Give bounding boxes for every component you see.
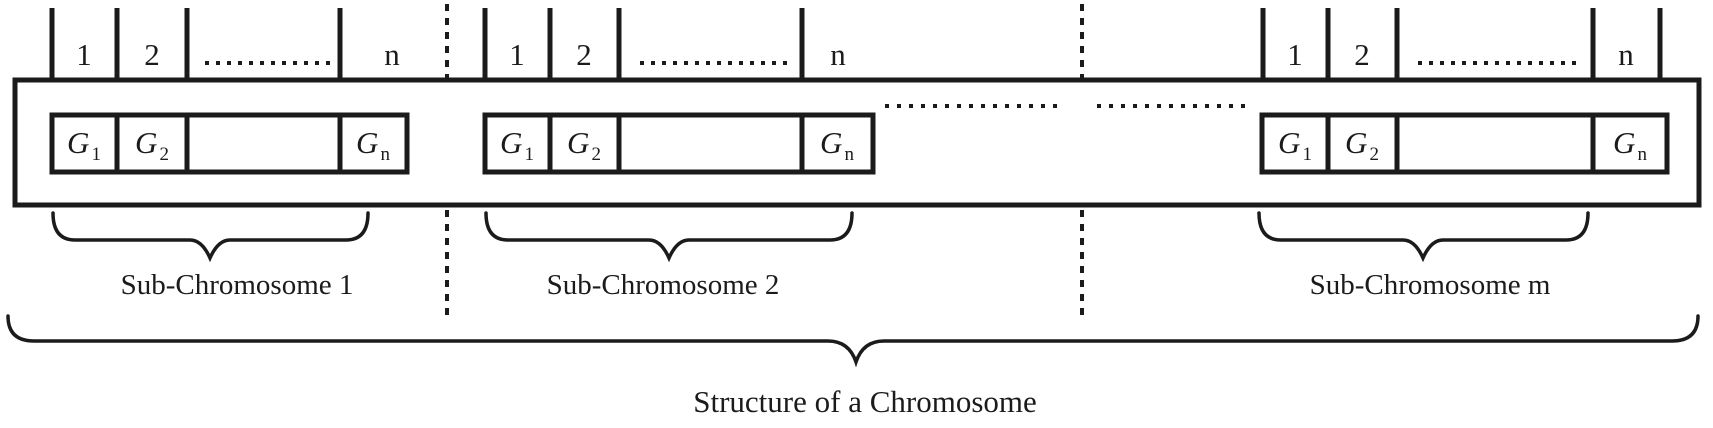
brace-sub-chromosome-1: [51, 211, 370, 263]
sub-chromosome-2-label: Sub-Chromosome 2: [546, 269, 780, 301]
gene-symbol: G: [500, 125, 523, 160]
gene-index-label: 1: [509, 37, 525, 72]
gene-index-label: 2: [1354, 37, 1370, 72]
gene-symbol: G: [135, 125, 158, 160]
gene-subscript: 2: [1369, 144, 1379, 165]
gene-index-label: n: [830, 37, 846, 72]
gene-index-label: 1: [76, 37, 92, 72]
gene-symbol: G: [1278, 125, 1301, 160]
gene-subscript: 1: [1302, 144, 1312, 165]
sub-chromosome-1-label: Sub-Chromosome 1: [120, 269, 354, 301]
gene-symbol: G: [1613, 125, 1636, 160]
gene-subscript: 2: [591, 144, 601, 165]
gene-ticks-group-2: [482, 8, 805, 80]
gene-index-label: 2: [144, 37, 160, 72]
brace-whole-chromosome: [6, 314, 1700, 368]
gene-row-1: [49, 112, 410, 175]
gene-subscript: 1: [91, 144, 101, 165]
gene-symbol: G: [356, 125, 379, 160]
gene-index-label: n: [1618, 37, 1634, 72]
gene-index-label: 1: [1287, 37, 1303, 72]
sub-chromosome-braces: [51, 211, 1590, 263]
gene-symbol: G: [567, 125, 590, 160]
brace-sub-chromosome-2: [484, 211, 854, 263]
gene-row-2: [482, 112, 876, 175]
brace-sub-chromosome-m: [1257, 211, 1590, 263]
sub-chromosome-m-label: Sub-Chromosome m: [1309, 269, 1551, 301]
chromosome-structure-label: Structure of a Chromosome: [693, 384, 1037, 419]
chromosome-outline: [12, 77, 1702, 208]
gene-subscript: n: [844, 144, 854, 165]
gene-row-3: [1259, 112, 1670, 175]
gene-ticks-group-3: [1260, 8, 1663, 80]
gene-symbol: G: [67, 125, 90, 160]
gene-ticks-group-1: [49, 8, 343, 80]
gene-subscript: n: [380, 144, 390, 165]
gene-symbol: G: [820, 125, 843, 160]
gene-box-rows: [49, 112, 1670, 175]
gene-subscript: 2: [159, 144, 169, 165]
gene-subscript: 1: [524, 144, 534, 165]
gene-index-label: n: [384, 37, 400, 72]
gene-index-label: 2: [576, 37, 592, 72]
gene-symbol: G: [1345, 125, 1368, 160]
gene-subscript: n: [1637, 144, 1647, 165]
group-separators: [445, 4, 1084, 316]
